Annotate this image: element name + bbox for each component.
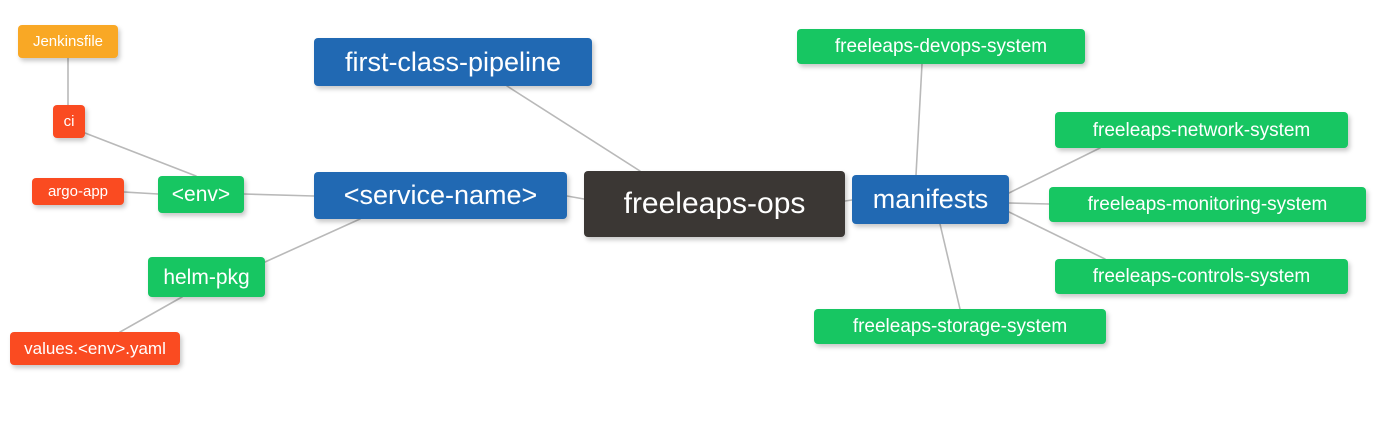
mindmap-node-service-name[interactable]: <service-name> <box>314 172 567 219</box>
mindmap-node-label: freeleaps-monitoring-system <box>1087 194 1328 215</box>
edge-argoapp-env <box>123 191 159 195</box>
mindmap-node-label: manifests <box>872 184 989 214</box>
edge-pipeline-ops <box>506 85 641 172</box>
mindmap-node-freeleaps-storage-system[interactable]: freeleaps-storage-system <box>814 309 1106 344</box>
mindmap-node-label: freeleaps-ops <box>623 187 806 220</box>
mindmap-node-values-env-yaml[interactable]: values.<env>.yaml <box>10 332 180 365</box>
mindmap-node-freeleaps-devops-system[interactable]: freeleaps-devops-system <box>797 29 1085 64</box>
edge-manifests-storage <box>939 223 961 310</box>
mindmap-node-label: freeleaps-devops-system <box>834 36 1048 57</box>
mindmap-node-label: freeleaps-network-system <box>1092 119 1311 141</box>
edge-env-servicename <box>243 193 315 197</box>
edge-servicename-ops <box>566 195 585 200</box>
mindmap-node-label: Jenkinsfile <box>32 33 104 50</box>
mindmap-node-label: helm-pkg <box>163 265 250 289</box>
mindmap-node-label: ci <box>63 113 75 130</box>
mindmap-node-label: first-class-pipeline <box>344 46 562 77</box>
mindmap-node-argo-app[interactable]: argo-app <box>32 178 124 205</box>
edge-ci-env <box>84 132 197 177</box>
mindmap-node-freeleaps-network-system[interactable]: freeleaps-network-system <box>1055 112 1348 148</box>
mindmap-node-env[interactable]: <env> <box>158 176 244 213</box>
mindmap-node-freeleaps-ops[interactable]: freeleaps-ops <box>584 171 845 237</box>
edge-servicename-helmpkg <box>264 218 361 263</box>
mindmap-node-manifests[interactable]: manifests <box>852 175 1009 224</box>
mindmap-node-ci[interactable]: ci <box>53 105 85 138</box>
edge-helmpkg-values <box>119 296 183 333</box>
mindmap-node-label: <service-name> <box>343 180 538 210</box>
mindmap-node-label: argo-app <box>47 183 109 200</box>
edge-manifests-devops <box>915 63 923 176</box>
mindmap-node-jenkinsfile[interactable]: Jenkinsfile <box>18 25 118 58</box>
mindmap-node-first-class-pipeline[interactable]: first-class-pipeline <box>314 38 592 86</box>
mindmap-node-label: <env> <box>171 183 231 206</box>
mindmap-node-label: freeleaps-controls-system <box>1092 266 1311 287</box>
mindmap-node-label: freeleaps-storage-system <box>852 316 1068 337</box>
mindmap-node-helm-pkg[interactable]: helm-pkg <box>148 257 265 297</box>
mindmap-node-freeleaps-controls-system[interactable]: freeleaps-controls-system <box>1055 259 1348 294</box>
mindmap-node-freeleaps-monitoring-system[interactable]: freeleaps-monitoring-system <box>1049 187 1366 222</box>
edge-ops-manifests <box>844 199 853 202</box>
edge-manifests-monitoring <box>1008 202 1050 205</box>
mindmap-node-label: values.<env>.yaml <box>24 339 166 358</box>
